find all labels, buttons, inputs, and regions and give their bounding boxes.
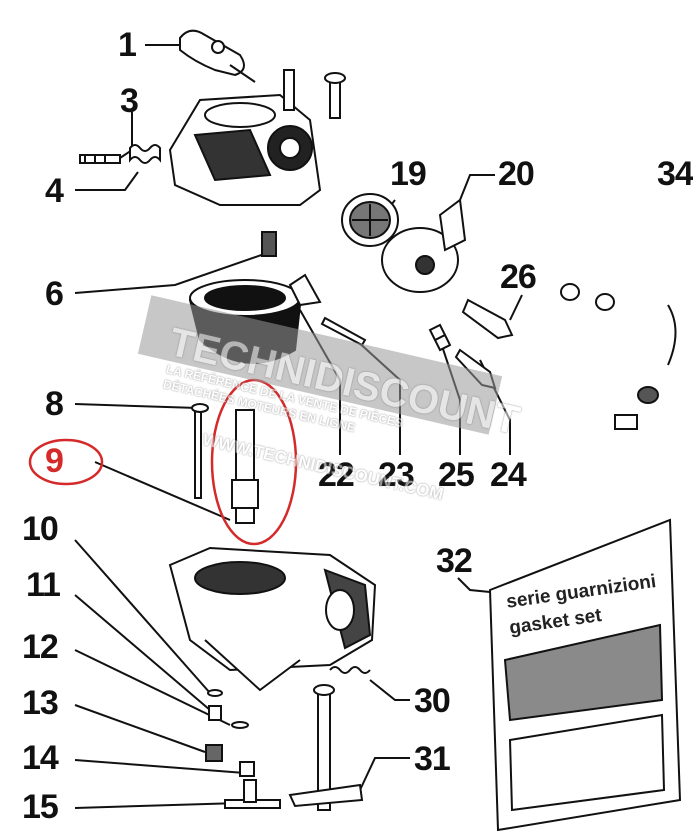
top-cover-assembly: [168, 69, 346, 206]
part-6-jet: [261, 231, 277, 257]
part-30-spring: [329, 666, 371, 674]
callout-8: 8: [45, 385, 64, 423]
leader-line-30: [369, 679, 410, 701]
leader-line-32: [457, 577, 491, 593]
callout-30: 30: [414, 682, 451, 720]
leader-line-10: [74, 539, 211, 694]
callout-31: 31: [414, 740, 451, 778]
callout-22: 22: [318, 456, 355, 494]
part-25-spring: [428, 323, 452, 352]
part-20-pump-cover: [381, 198, 467, 293]
callout-10: 10: [22, 510, 59, 548]
callout-1: 1: [118, 26, 137, 64]
callout-6: 6: [45, 275, 64, 313]
callout-24: 24: [490, 456, 527, 494]
callout-11: 11: [26, 566, 61, 604]
callout-32: 32: [436, 542, 473, 580]
part-3-screw: [79, 154, 121, 164]
callout-14: 14: [22, 739, 59, 777]
leader-line-8: [74, 403, 199, 409]
part-9-emulsion-tube: [231, 409, 259, 524]
side-small-parts: [560, 283, 677, 430]
callout-34: 34: [657, 155, 693, 193]
callout-15: 15: [22, 788, 59, 826]
part-31-throttle-shaft: [288, 684, 364, 811]
leader-line-26: [509, 294, 523, 321]
leader-line-4: [75, 171, 139, 191]
callout-26: 26: [500, 258, 537, 296]
callout-4: 4: [45, 172, 64, 210]
leader-line-6: [74, 251, 271, 294]
leader-line-12: [74, 649, 231, 726]
watermark-banner: [137, 295, 503, 435]
leader-line-15: [74, 802, 241, 809]
callout-13: 13: [22, 684, 59, 722]
leader-line-9: [94, 461, 231, 521]
leader-line-11: [74, 594, 211, 711]
leader-line-14: [74, 759, 246, 774]
callout-12: 12: [22, 628, 59, 666]
part-19-filter-screen: [341, 193, 399, 247]
callout-19: 19: [390, 155, 427, 193]
callout-3: 3: [120, 82, 139, 120]
part-8-rod: [191, 403, 209, 499]
callout-9-highlight-ellipse: [28, 438, 104, 486]
callout-20: 20: [498, 155, 535, 193]
bottom-small-parts: [205, 689, 281, 809]
part-26-screw: [461, 298, 514, 340]
leader-line-31: [359, 757, 410, 791]
carburetor-body: [168, 546, 377, 692]
part-1-bracket: [179, 29, 256, 83]
part-4-spring: [129, 144, 161, 164]
callout-25: 25: [438, 456, 475, 494]
part-32-gasket-set-booklet: [488, 518, 682, 832]
callout-23: 23: [378, 456, 415, 494]
leader-line-13: [74, 704, 206, 753]
callout-9: 9: [45, 442, 64, 480]
